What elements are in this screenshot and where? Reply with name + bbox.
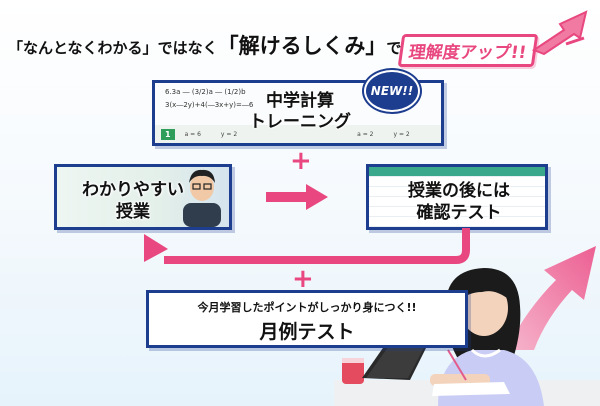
question-number-badge: 1 — [161, 128, 175, 140]
check-test-panel[interactable]: 授業の後には 確認テスト — [366, 164, 548, 230]
answer-item: a = 2 — [357, 130, 374, 138]
new-badge-label: NEW!! — [370, 84, 414, 98]
answer-item: a = 6 — [184, 130, 201, 138]
training-title-line-1: 中学計算 — [266, 91, 334, 111]
answer-item: y = 2 — [393, 130, 410, 138]
headline-connector-2: で — [386, 39, 402, 57]
lesson-title-line-1: わかりやすい — [82, 180, 184, 200]
lesson-title: わかりやすい 授業 — [73, 179, 193, 223]
right-arrow-icon — [266, 184, 328, 210]
equation-line-1: 6.3a ― (3/2)a ― (1/2)b — [165, 88, 246, 96]
check-test-title-line-1: 授業の後には — [408, 181, 510, 201]
check-test-title: 授業の後には 確認テスト — [399, 180, 519, 224]
monthly-test-title: 月例テスト — [259, 321, 355, 343]
answer-item: y = 2 — [220, 130, 238, 138]
return-arrow-icon — [144, 228, 470, 264]
equation-line-2: 3(x―2y)+4(―3x+y)=―6 — [165, 101, 254, 109]
answer-strip: 1 a = 6 y = 2 a = 2 y = 2 — [155, 125, 441, 143]
monthly-test-subtitle: 今月学習したポイントがしっかり身につく!! — [197, 301, 417, 314]
plus-icon: + — [292, 264, 314, 294]
lesson-panel[interactable]: わかりやすい 授業 — [54, 164, 232, 230]
plus-icon: + — [290, 146, 312, 176]
check-test-title-line-2: 確認テスト — [416, 203, 502, 223]
new-badge: NEW!! — [364, 70, 420, 112]
training-title: 中学計算 トレーニング — [235, 91, 365, 133]
worksheet-header — [369, 167, 545, 176]
teacher-image — [183, 169, 221, 227]
understanding-up-badge: 理解度アップ!! — [397, 34, 538, 67]
worksheet-image — [369, 167, 545, 227]
up-arrow-icon — [531, 10, 588, 56]
monthly-test-panel[interactable]: 今月学習したポイントがしっかり身につく!! 月例テスト — [146, 290, 468, 348]
headline-quote-2: 「解けるしくみ」 — [217, 34, 387, 58]
growth-arrow-icon — [506, 246, 596, 350]
training-title-line-2: トレーニング — [249, 112, 351, 132]
lesson-title-line-2: 授業 — [116, 202, 150, 222]
headline-connector-1: ではなく — [157, 39, 218, 57]
headline-quote-1: 「なんとなくわかる」 — [8, 39, 158, 57]
headline: 「なんとなくわかる」 ではなく 「解けるしくみ」 で — [8, 30, 402, 60]
